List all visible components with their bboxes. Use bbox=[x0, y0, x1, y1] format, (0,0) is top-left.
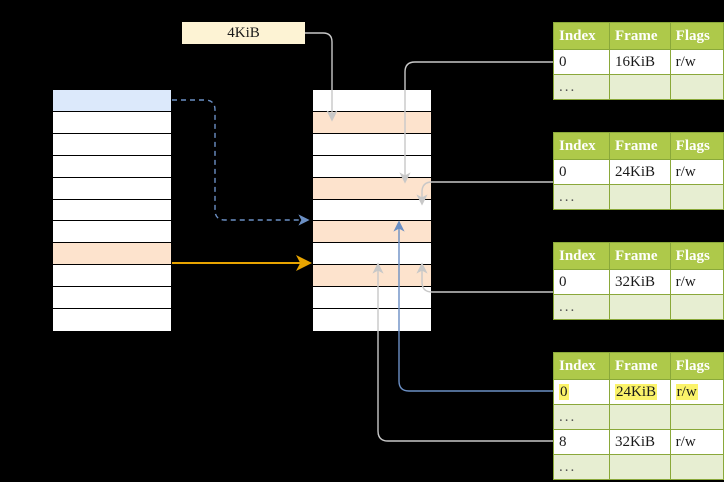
virtual-page-row-4[interactable] bbox=[53, 177, 171, 200]
page-table-4-row[interactable]: 0 24KiB r/w bbox=[552, 379, 724, 405]
physical-frame-row-9[interactable] bbox=[313, 287, 431, 310]
page-table-1-row[interactable]: ... bbox=[552, 74, 724, 100]
physical-frame-row-10[interactable] bbox=[313, 309, 431, 331]
physical-frame-row-8[interactable] bbox=[313, 265, 431, 288]
page-table-1-header-index: Index bbox=[552, 22, 611, 50]
page-table-1-r0-frame[interactable]: 16KiB bbox=[609, 49, 671, 75]
physical-frame-row-2[interactable] bbox=[313, 133, 431, 156]
virtual-page-row-0[interactable] bbox=[53, 90, 171, 112]
virtual-page-row-7[interactable] bbox=[53, 243, 171, 266]
page-table-4-r0-index[interactable]: 0 bbox=[552, 379, 611, 405]
page-table-2-r0-frame[interactable]: 24KiB bbox=[609, 159, 671, 185]
page-table-4-r1-index[interactable]: ... bbox=[552, 404, 611, 430]
virtual-page-row-6[interactable] bbox=[53, 221, 171, 244]
page-table-3-r0-index[interactable]: 0 bbox=[552, 269, 611, 295]
page-table-4-r2-flags[interactable]: r/w bbox=[669, 429, 724, 455]
page-table-4-r2-index[interactable]: 8 bbox=[552, 429, 611, 455]
virtual-page-row-8[interactable] bbox=[53, 265, 171, 288]
page-table-4-r3-index[interactable]: ... bbox=[552, 454, 611, 480]
virtual-page-row-9[interactable] bbox=[53, 287, 171, 310]
physical-frame-row-4[interactable] bbox=[313, 177, 431, 200]
page-table-3-r0-frame[interactable]: 32KiB bbox=[609, 269, 671, 295]
page-table-3-r1-frame[interactable] bbox=[609, 294, 671, 320]
page-table-2-header-frame: Frame bbox=[609, 132, 671, 160]
page-table-3-header-index: Index bbox=[552, 242, 611, 270]
page-table-4-row[interactable]: ... bbox=[552, 404, 724, 430]
page-table-3-r1-flags[interactable] bbox=[669, 294, 724, 320]
page-table-3-r1-index[interactable]: ... bbox=[552, 294, 611, 320]
virtual-page-row-10[interactable] bbox=[53, 309, 171, 331]
highlighted-value: 24KiB bbox=[615, 384, 658, 400]
page-table-3-header-frame: Frame bbox=[609, 242, 671, 270]
page-table-4-header-flags: Flags bbox=[669, 352, 724, 380]
physical-frame-row-0[interactable] bbox=[313, 90, 431, 112]
page-table-4-r3-flags[interactable] bbox=[669, 454, 724, 480]
page-table-4-header-index: Index bbox=[552, 352, 611, 380]
virtual-page-row-5[interactable] bbox=[53, 199, 171, 222]
page-table-4-r0-flags[interactable]: r/w bbox=[669, 379, 724, 405]
page-table-1-r1-flags[interactable] bbox=[669, 74, 724, 100]
physical-memory-column bbox=[312, 89, 432, 332]
page-table-2-row[interactable]: ... bbox=[552, 184, 724, 210]
page-table-4-header-frame: Frame bbox=[609, 352, 671, 380]
page-table-2-r0-flags[interactable]: r/w bbox=[669, 159, 724, 185]
page-table-2-header-flags: Flags bbox=[669, 132, 724, 160]
page-table-2-header-index: Index bbox=[552, 132, 611, 160]
virtual-page-row-2[interactable] bbox=[53, 133, 171, 156]
page-table-2-r1-frame[interactable] bbox=[609, 184, 671, 210]
highlighted-value: r/w bbox=[675, 384, 698, 400]
page-table-1-r1-index[interactable]: ... bbox=[552, 74, 611, 100]
page-table-4-r2-frame[interactable]: 32KiB bbox=[609, 429, 671, 455]
page-table-2-r1-index[interactable]: ... bbox=[552, 184, 611, 210]
page-table-1-r1-frame[interactable] bbox=[609, 74, 671, 100]
page-table-1-header-frame: Frame bbox=[609, 22, 671, 50]
physical-frame-row-1[interactable] bbox=[313, 111, 431, 134]
page-table-1-header-flags: Flags bbox=[669, 22, 724, 50]
virtual-page-row-1[interactable] bbox=[53, 111, 171, 134]
physical-frame-row-6[interactable] bbox=[313, 221, 431, 244]
page-table-4-r1-frame[interactable] bbox=[609, 404, 671, 430]
page-table-2-r0-index[interactable]: 0 bbox=[552, 159, 611, 185]
page-table-1-r0-flags[interactable]: r/w bbox=[669, 49, 724, 75]
physical-frame-row-3[interactable] bbox=[313, 155, 431, 178]
physical-frame-row-5[interactable] bbox=[313, 199, 431, 222]
highlighted-value: 0 bbox=[559, 384, 569, 400]
virtual-page-row-3[interactable] bbox=[53, 155, 171, 178]
page-table-4-r0-frame[interactable]: 24KiB bbox=[609, 379, 671, 405]
physical-frame-row-7[interactable] bbox=[313, 243, 431, 266]
connector-l4-entry-dashed bbox=[172, 99, 310, 226]
page-table-1-r0-index[interactable]: 0 bbox=[552, 49, 611, 75]
page-table-3-header-flags: Flags bbox=[669, 242, 724, 270]
page-table-4-r3-frame[interactable] bbox=[609, 454, 671, 480]
page-table-3-row[interactable]: ... bbox=[552, 294, 724, 320]
page-table-4-r1-flags[interactable] bbox=[669, 404, 724, 430]
virtual-address-space-column bbox=[52, 89, 172, 332]
page-table-3-r0-flags[interactable]: r/w bbox=[669, 269, 724, 295]
connector-pt3-to-frame bbox=[416, 262, 553, 293]
connector-pt2-to-frame bbox=[416, 181, 553, 206]
page-size-label: 4KiB bbox=[182, 22, 305, 44]
page-table-4-row[interactable]: ... bbox=[552, 454, 724, 480]
page-table-2-r1-flags[interactable] bbox=[669, 184, 724, 210]
